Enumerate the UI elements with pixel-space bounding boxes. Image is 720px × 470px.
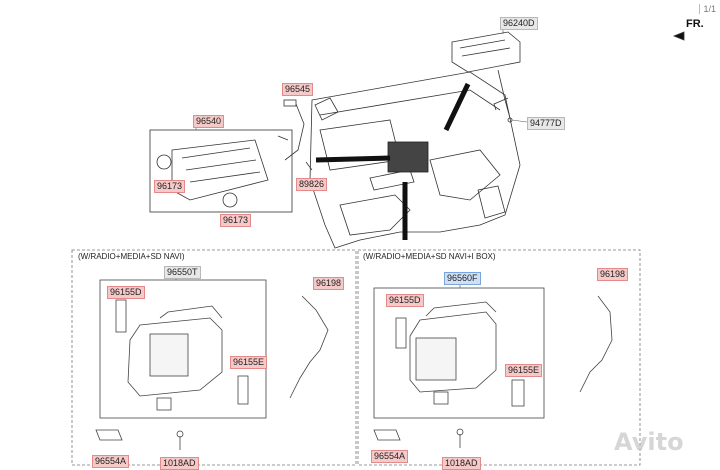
label-96173-right[interactable]: 96173 <box>220 214 252 227</box>
label-right-96198[interactable]: 96198 <box>597 268 629 281</box>
dashboard-outline <box>309 71 521 249</box>
label-right-96155D[interactable]: 96155D <box>386 294 424 307</box>
label-89826[interactable]: 89826 <box>296 178 328 191</box>
right-head-unit <box>409 311 497 393</box>
avito-watermark: Avito <box>614 428 684 456</box>
page-indicator: 1/1 <box>699 4 716 14</box>
label-96560F[interactable]: 96560F <box>444 272 481 285</box>
label-94777D[interactable]: 94777D <box>527 117 565 130</box>
label-96240D[interactable]: 96240D <box>500 17 538 30</box>
label-right-96554A[interactable]: 96554A <box>371 450 409 463</box>
front-marker: FR. <box>686 18 704 30</box>
label-left-96155E[interactable]: 96155E <box>230 356 268 369</box>
dash-head-unit <box>387 141 429 173</box>
right-panel-frame <box>357 249 641 466</box>
label-96545[interactable]: 96545 <box>282 83 314 96</box>
left-panel-title: (W/RADIO+MEDIA+SD NAVI) <box>78 252 185 261</box>
right-panel-title: (W/RADIO+MEDIA+SD NAVI+I BOX) <box>363 252 496 261</box>
label-left-96198[interactable]: 96198 <box>313 277 345 290</box>
label-right-1018AD[interactable]: 1018AD <box>442 457 481 470</box>
label-right-96155E[interactable]: 96155E <box>505 364 543 377</box>
left-panel-frame <box>71 249 357 466</box>
left-head-unit <box>127 317 223 397</box>
label-96540[interactable]: 96540 <box>193 115 225 128</box>
label-left-96155D[interactable]: 96155D <box>107 286 145 299</box>
label-left-1018AD[interactable]: 1018AD <box>160 457 199 470</box>
label-left-96554A[interactable]: 96554A <box>92 455 130 468</box>
climate-box <box>149 129 293 213</box>
label-96173-left[interactable]: 96173 <box>154 180 186 193</box>
module-96240D <box>451 31 521 73</box>
label-96550T[interactable]: 96550T <box>164 266 201 279</box>
